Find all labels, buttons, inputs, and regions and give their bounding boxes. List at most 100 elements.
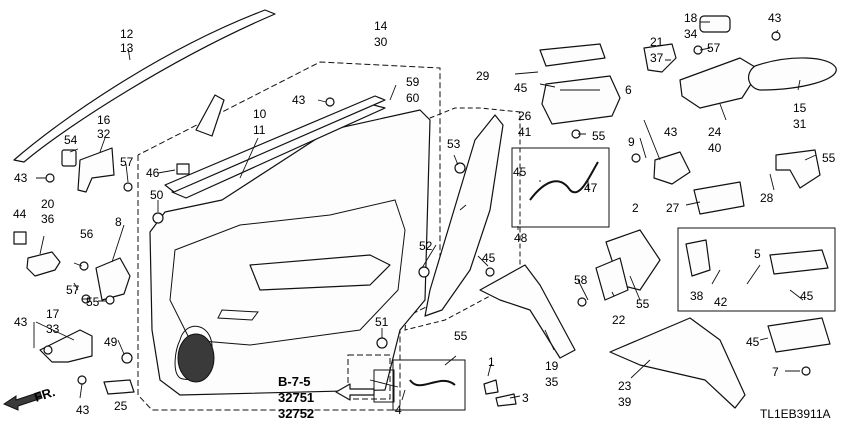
label-6: 6 [625,83,632,97]
svg-text:16: 16 [97,113,111,127]
screw-58 [485,267,495,277]
callout-59-60: 59 60 [406,75,420,105]
callout-12-13: 12 13 [120,27,134,55]
clip-54 [61,149,77,167]
label-55b: 55 [592,129,606,143]
label-55c: 9 [628,135,635,149]
label-43e: 43 [768,11,782,25]
clip-49 [121,352,133,364]
label-45c: 27 [666,201,680,215]
trim-28 [775,149,821,189]
label-29: 29 [476,69,490,83]
switch-cluster-6 [541,75,621,125]
armrest-handle-pocket [249,254,391,291]
callout-19-35: 19 35 [545,359,559,389]
label-44: 44 [13,207,27,221]
svg-text:24: 24 [708,125,722,139]
front-direction-arrow [2,391,43,411]
clip-46 [176,163,190,175]
front-direction-label: FR. [32,384,57,405]
label-27: 2 [632,201,639,215]
label-43b: 43 [14,315,28,329]
label-51: 51 [375,315,389,329]
label-57b: 57 [66,283,80,297]
callout-26-41: 26 41 [518,109,532,139]
label-47b: 4 [395,403,402,417]
svg-text:11: 11 [253,123,266,137]
svg-text:26: 26 [518,109,532,123]
label-54: 54 [64,133,78,147]
module-5 [595,257,629,301]
reference-code-2: 32752 [278,406,314,421]
label-55a: 55 [86,295,100,309]
svg-text:15: 15 [793,101,807,115]
bolt-43a [45,173,55,183]
part-3 [483,379,499,395]
label-46: 46 [146,166,160,180]
label-45d: 42 [714,295,728,309]
label-7: 45 [746,335,760,349]
courtesy-light [26,251,61,277]
bracket-42 [685,239,711,277]
bracket-17 [39,329,93,363]
reference-title: B-7-5 [278,374,311,389]
callout-15-31: 15 31 [793,101,807,131]
label-45a: 45 [514,81,528,95]
label-55d: 58 [574,273,588,287]
door-lining-inner-contour [169,199,406,346]
svg-text:36: 36 [41,212,55,226]
label-1: 55 [454,329,468,343]
label-47a: 45 [513,165,527,179]
screw-55c [631,153,641,163]
label-4: 3 [522,391,529,405]
label-49: 49 [104,335,118,349]
svg-text:35: 35 [545,375,559,389]
label-22: 55 [636,297,650,311]
bracket-21 [643,43,677,73]
switch-panel-38 [769,249,829,275]
label-43c: 43 [76,403,90,417]
speaker-grille [177,333,215,383]
sash-trim-strip [195,94,225,137]
clip-50 [152,212,164,224]
clip-25 [103,379,135,395]
label-56: 56 [80,227,94,241]
reference-box [373,369,395,403]
harness-box-1 [392,359,466,411]
svg-text:13: 13 [120,41,134,55]
svg-text:21: 21 [650,35,664,49]
bracket-16 [77,147,115,193]
callout-14-30: 14 30 [374,19,388,49]
cap-18 [699,15,731,33]
screw-57a [123,182,133,192]
svg-text:37: 37 [650,51,664,65]
label-58: 45 [482,251,496,265]
screw-55a [105,295,115,305]
label-5: 22 [612,313,626,327]
diagram-code: TL1EB3911A [760,407,831,421]
screw-56 [79,261,89,271]
callout-18-34: 18 34 [684,11,698,41]
label-43a: 43 [14,171,28,185]
bolt-43c [77,375,87,385]
clip-44 [13,231,27,245]
label-8: 8 [115,215,122,229]
clip-53 [454,162,466,174]
label-38: 5 [754,247,761,261]
switch-9 [653,151,691,185]
label-43d: 43 [292,93,306,107]
svg-text:23: 23 [618,379,632,393]
svg-text:14: 14 [374,19,388,33]
window-belt-strip [164,95,386,193]
bolt-43e [771,31,781,41]
label-57c: 57 [707,41,721,55]
svg-text:40: 40 [708,141,722,155]
svg-text:12: 12 [120,27,134,41]
svg-text:32: 32 [97,127,111,141]
label-25: 25 [114,399,128,413]
callout-10-11: 10 11 [253,107,267,137]
callout-17-33: 17 33 [46,307,60,336]
svg-text:17: 17 [46,307,60,321]
callout-21-37: 21 37 [650,35,664,65]
